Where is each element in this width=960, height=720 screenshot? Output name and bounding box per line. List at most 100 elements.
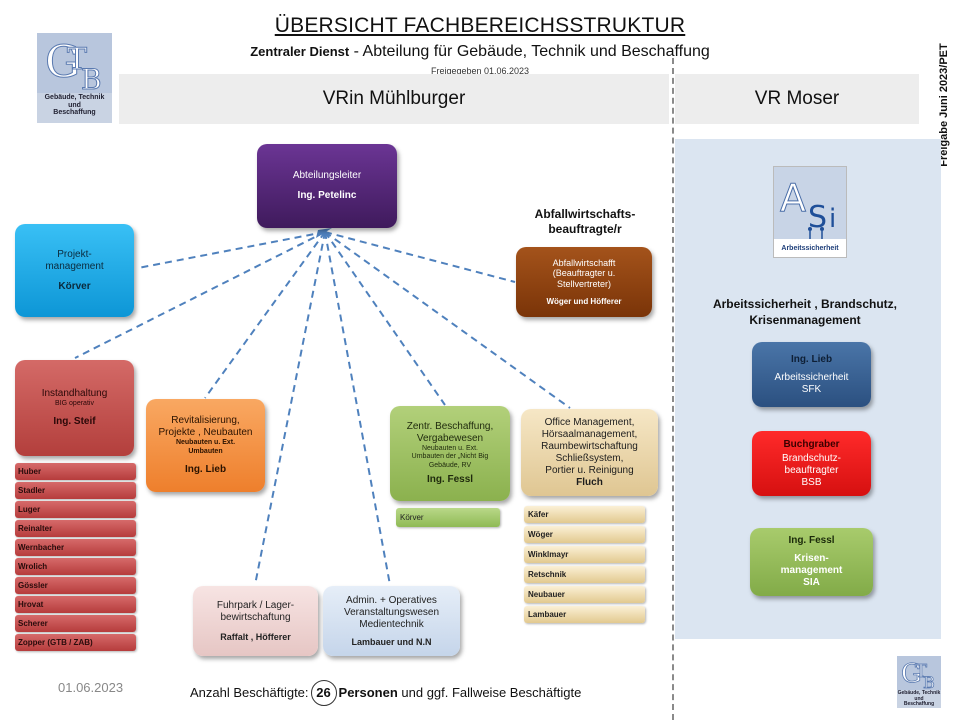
dashed-divider <box>672 58 674 720</box>
svg-text:S: S <box>808 200 827 235</box>
instandhaltung-staff-item: Stadler <box>15 482 136 499</box>
box-arbeitssicherheit: Ing. Lieb Arbeitssicherheit SFK <box>752 342 871 407</box>
box-revitalisierung: Revitalisierung, Projekte , Neubauten Ne… <box>146 399 265 492</box>
box-arbeitssicherheit-role: Arbeitssicherheit SFK <box>774 371 849 395</box>
box-revitalisierung-title: Revitalisierung, Projekte , Neubauten <box>158 415 253 439</box>
svg-text:T: T <box>915 661 927 682</box>
box-instandhaltung-name: Ing. Steif <box>53 416 96 428</box>
asi-logo-mark: A S i <box>774 167 846 239</box>
subtitle-rest: - Abteilung für Gebäude, Technik und Bes… <box>349 43 710 60</box>
footer-date: 01.06.2023 <box>58 680 124 695</box>
box-abteilungsleiter-title: Abteilungsleiter <box>292 170 362 181</box>
instandhaltung-staff-item: Zopper (GTB / ZAB) <box>15 634 136 651</box>
box-krisenmanagement-name: Ing. Fessl <box>788 535 835 546</box>
page-title: ÜBERSICHT FACHBEREICHSSTRUKTUR <box>274 14 686 37</box>
office-staff-item: Retschnik <box>524 566 645 583</box>
box-zentr-beschaffung-name: Ing. Fessl <box>426 473 474 485</box>
asi-logo-label: Arbeitssicherheit <box>781 245 839 252</box>
office-staff-item: Lambauer <box>524 606 645 623</box>
box-brandschutz: Buchgraber Brandschutz- beauftragter BSB <box>752 431 871 496</box>
zentr-staff-item: Körver <box>396 508 500 527</box>
box-revitalisierung-sub: Neubauten u. Ext. Umbauten <box>175 439 236 455</box>
connector-instand <box>74 231 326 359</box>
band-right: VR Moser <box>675 74 919 124</box>
instandhaltung-staff-item: Wernbacher <box>15 539 136 556</box>
svg-text:G: G <box>901 659 922 689</box>
box-abfallwirtschaft-name: Wöger und Höfferer <box>546 296 622 306</box>
connector-office <box>324 231 571 409</box>
box-office-management-name: Fluch <box>576 476 603 488</box>
band-right-label: VR Moser <box>754 88 840 109</box>
connector-projekt <box>137 231 326 269</box>
subtitle-bold: Zentraler Dienst <box>250 44 350 59</box>
box-arbeitssicherheit-name: Ing. Lieb <box>790 353 833 365</box>
svg-text:G: G <box>45 37 80 88</box>
box-projektmanagement-name: Körver <box>58 280 91 292</box>
instandhaltung-staff-item: Hrovat <box>15 596 136 613</box>
office-staff-item: Neubauer <box>524 586 645 603</box>
box-office-management: Office Management, Hörsaalmanagement, Ra… <box>521 409 658 496</box>
box-abteilungsleiter: Abteilungsleiter Ing. Petelinc <box>257 144 397 228</box>
box-krisenmanagement: Ing. Fessl Krisen- management SIA <box>750 528 873 596</box>
instandhaltung-staff-item: Wrolich <box>15 558 136 575</box>
zentr-staff-list: Körver <box>396 508 500 527</box>
box-instandhaltung-title: Instandhaltung <box>41 387 108 399</box>
box-projektmanagement-title: Projekt- management <box>45 248 104 272</box>
box-admin-operatives-name: Lambauer und N.N <box>351 636 432 647</box>
box-abfallwirtschaft-title: Abfallwirtschafft (Beauftragter u. Stell… <box>552 257 616 290</box>
band-left-label: VRin Mühlburger <box>322 88 466 109</box>
box-brandschutz-name: Buchgraber <box>783 438 840 450</box>
svg-text:B: B <box>81 63 102 93</box>
box-instandhaltung-sub: BIG operativ <box>55 399 94 407</box>
connector-admin <box>324 231 391 586</box>
box-krisenmanagement-role: Krisen- management SIA <box>780 553 843 588</box>
release-date: Freigegeben 01.06.2023 <box>430 66 530 76</box>
office-staff-item: Käfer <box>524 506 645 523</box>
asi-logo: A S i Arbeitssicherheit <box>773 166 847 258</box>
instandhaltung-staff-item: Scherer <box>15 615 136 632</box>
abfall-heading: Abfallwirtschafts- beauftragte/r <box>534 207 636 236</box>
connector-fuhrpark <box>254 231 326 586</box>
box-fuhrpark-title: Fuhrpark / Lager- bewirtschaftung <box>216 599 295 623</box>
svg-text:T: T <box>67 42 87 77</box>
box-fuhrpark-name: Raffalt , Höfferer <box>220 631 291 642</box>
band-left: VRin Mühlburger <box>119 74 669 124</box>
instandhaltung-staff-item: Luger <box>15 501 136 518</box>
box-abteilungsleiter-name: Ing. Petelinc <box>297 190 357 201</box>
box-projektmanagement: Projekt- management Körver <box>15 224 134 317</box>
office-staff-item: Winklmayr <box>524 546 645 563</box>
svg-text:i: i <box>829 204 836 234</box>
box-fuhrpark: Fuhrpark / Lager- bewirtschaftung Raffal… <box>193 586 318 656</box>
gtb-logo-footer-mark: G T B <box>897 656 941 690</box>
box-revitalisierung-name: Ing. Lieb <box>184 463 227 475</box>
connector-zentr <box>324 231 446 406</box>
page-subtitle: Zentraler Dienst - Abteilung für Gebäude… <box>0 43 960 61</box>
gtb-logo-mark: G T B <box>37 33 112 93</box>
svg-text:B: B <box>923 673 935 690</box>
connector-arrowhead <box>316 228 332 238</box>
instandhaltung-staff-item: Gössler <box>15 577 136 594</box>
employee-count-badge: 26 <box>310 680 337 706</box>
connector-abfall <box>324 231 516 283</box>
office-staff-item: Wöger <box>524 526 645 543</box>
box-admin-operatives-title: Admin. + Operatives Veranstaltungswesen … <box>343 594 440 630</box>
box-admin-operatives: Admin. + Operatives Veranstaltungswesen … <box>323 586 460 656</box>
footer-suffix: und ggf. Fallweise Beschäftigte <box>397 685 582 700</box>
svg-text:A: A <box>780 176 806 220</box>
box-office-management-title: Office Management, Hörsaalmanagement, Ra… <box>541 416 638 476</box>
box-brandschutz-role: Brandschutz- beauftragter BSB <box>782 452 841 488</box>
box-zentr-beschaffung-sub: Neubauten u. Ext. Umbauten der „Nicht Bi… <box>411 445 489 469</box>
right-heading: Arbeitssicherheit , Brandschutz, Krisenm… <box>712 297 898 327</box>
box-instandhaltung: Instandhaltung BIG operativ Ing. Steif <box>15 360 134 456</box>
instandhaltung-staff-item: Reinalter <box>15 520 136 537</box>
box-abfallwirtschaft: Abfallwirtschafft (Beauftragter u. Stell… <box>516 247 652 317</box>
instandhaltung-staff-item: Huber <box>15 463 136 480</box>
